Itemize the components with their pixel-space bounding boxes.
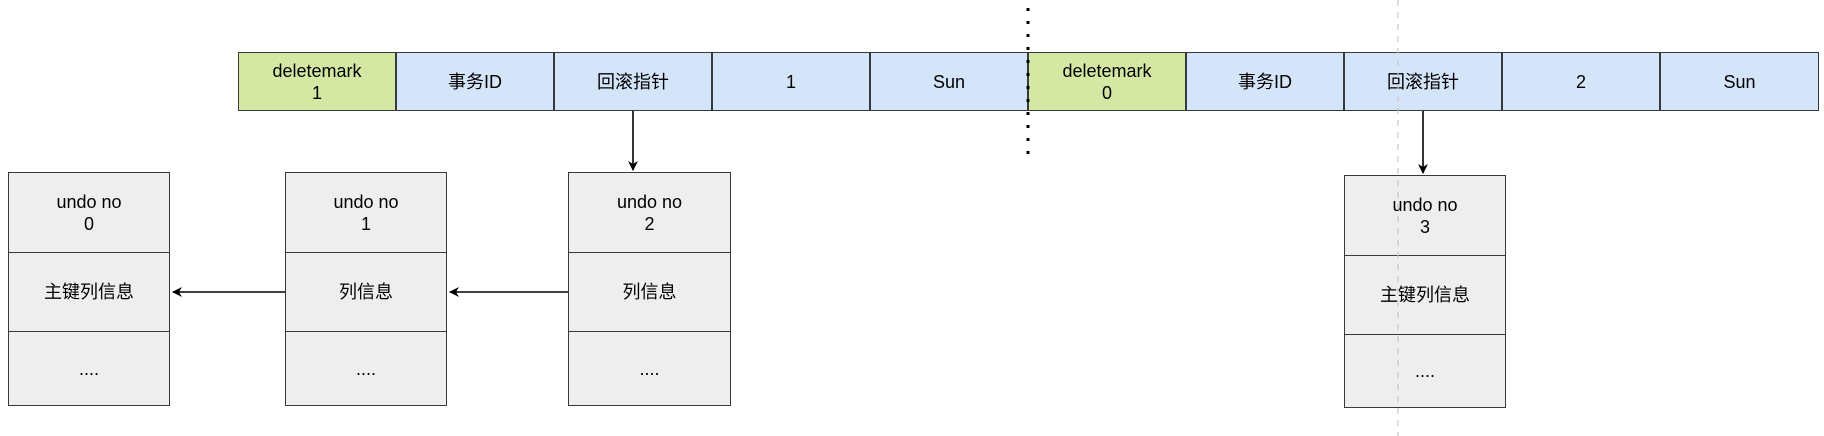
record-cell-transaction-id-1: 事务ID: [396, 52, 554, 111]
record-cell-roll-pointer-2: 回滚指针: [1344, 52, 1502, 111]
undo-ellipsis: ....: [1345, 334, 1505, 407]
undo-log-block-3: undo no 3 主键列信息 ....: [1344, 175, 1506, 408]
undo-no-label: undo no 0: [56, 191, 122, 234]
record-cell-name-2: Sun: [1660, 52, 1819, 111]
undo-column-info: 列信息: [286, 252, 446, 331]
record-cell-roll-pointer-1: 回滚指针: [554, 52, 712, 111]
record-cell-name-1: Sun: [870, 52, 1028, 111]
undo-column-info: 列信息: [569, 252, 730, 331]
undo-ellipsis: ....: [9, 331, 169, 405]
record-cell-deletemark-2: deletemark 0: [1028, 52, 1186, 111]
undo-no-label: undo no 3: [1392, 194, 1458, 237]
undo-log-block-0: undo no 0 主键列信息 ....: [8, 172, 170, 406]
undo-no-label: undo no 2: [616, 191, 683, 234]
record-cell-deletemark-1: deletemark 1: [238, 52, 396, 111]
undo-log-block-1: undo no 1 列信息 ....: [285, 172, 447, 406]
undo-column-info: 主键列信息: [9, 252, 169, 331]
record-cell-value-2: 2: [1502, 52, 1660, 111]
undo-column-info: 主键列信息: [1345, 255, 1505, 334]
record-cell-transaction-id-2: 事务ID: [1186, 52, 1344, 111]
record-cell-value-1: 1: [712, 52, 870, 111]
undo-ellipsis: ....: [569, 331, 730, 405]
undo-log-block-2: undo no 2 列信息 ....: [568, 172, 731, 406]
undo-no-label: undo no 1: [333, 191, 399, 234]
undo-ellipsis: ....: [286, 331, 446, 405]
